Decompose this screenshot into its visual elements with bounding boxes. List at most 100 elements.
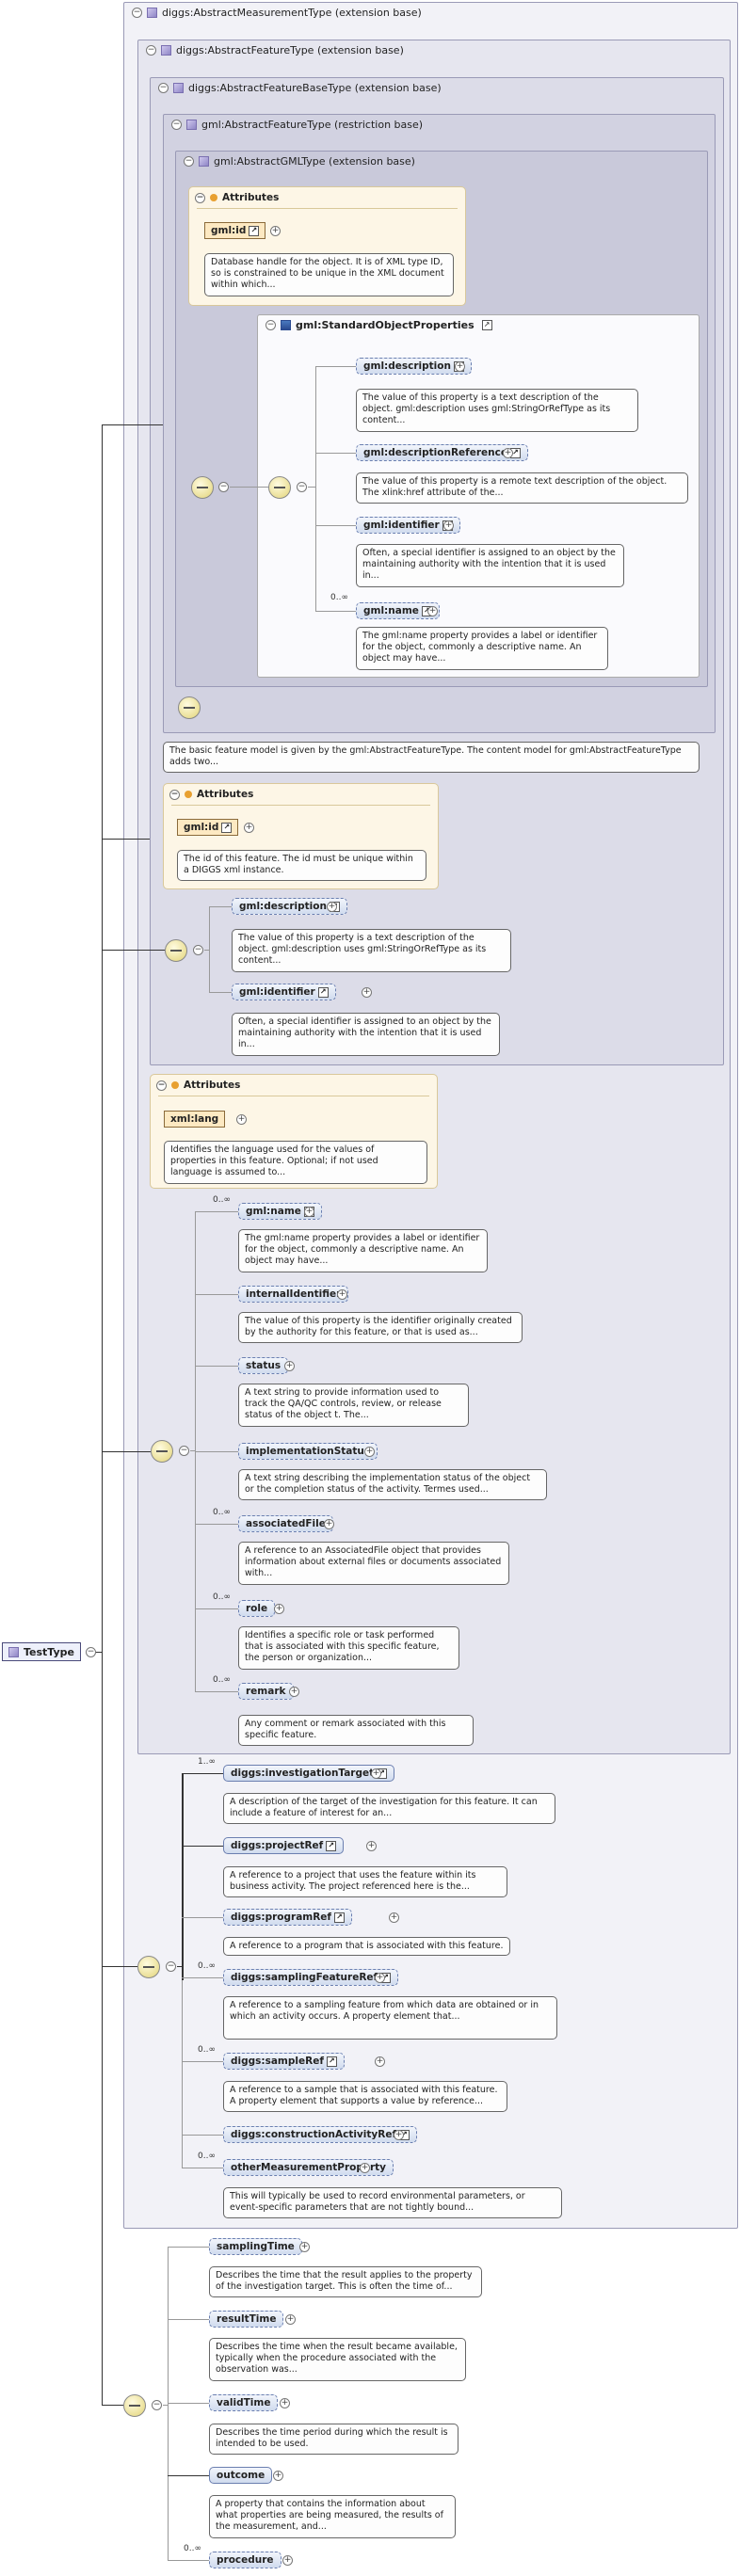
element-sample-ref[interactable]: diggs:sampleRef↗ xyxy=(223,2053,345,2070)
documentation-box: Describes the time that the result appli… xyxy=(209,2266,482,2297)
expand-toggle[interactable]: + xyxy=(304,1207,314,1217)
element-gml-description-reference[interactable]: gml:descriptionReference↗ xyxy=(356,444,528,461)
documentation-box: A reference to a project that uses the f… xyxy=(223,1866,507,1897)
documentation-box: A reference to a sampling feature from w… xyxy=(223,1996,557,2040)
collapse-toggle[interactable]: − xyxy=(158,83,169,93)
element-sampling-feature-ref[interactable]: diggs:samplingFeatureRef↗ xyxy=(223,1969,399,1986)
sequence-compositor-icon[interactable] xyxy=(151,1440,173,1463)
element-role[interactable]: role xyxy=(238,1600,276,1617)
expand-toggle[interactable]: + xyxy=(362,987,372,998)
group-title: diggs:AbstractFeatureBaseType (extension… xyxy=(188,82,442,94)
attribute-icon xyxy=(171,1081,179,1089)
element-remark[interactable]: remark xyxy=(238,1683,294,1700)
attributes-label: Attributes xyxy=(222,192,280,203)
expand-toggle[interactable]: + xyxy=(427,606,438,616)
element-gml-identifier[interactable]: gml:identifier↗ xyxy=(232,984,336,1000)
cardinality-label: 0..∞ xyxy=(198,2045,216,2055)
element-implementation-status[interactable]: implementationStatus xyxy=(238,1443,378,1460)
group-title: diggs:AbstractFeatureType (extension bas… xyxy=(176,44,404,56)
expand-toggle[interactable]: + xyxy=(394,2130,404,2140)
element-status[interactable]: status xyxy=(238,1357,289,1374)
expand-toggle[interactable]: + xyxy=(503,448,513,458)
collapse-toggle[interactable]: − xyxy=(265,320,276,330)
element-internal-identifier[interactable]: internalIdentifier xyxy=(238,1286,349,1303)
collapse-toggle[interactable]: − xyxy=(166,1961,176,1972)
element-project-ref[interactable]: diggs:projectRef↗ xyxy=(223,1837,345,1854)
attribute-group-icon xyxy=(281,320,291,330)
sequence-compositor-icon[interactable] xyxy=(137,1956,160,1978)
collapse-toggle[interactable]: − xyxy=(132,8,142,18)
expand-toggle[interactable]: + xyxy=(455,361,465,372)
root-type-testtype[interactable]: TestType xyxy=(2,1642,82,1661)
element-outcome[interactable]: outcome xyxy=(209,2467,273,2484)
collapse-toggle[interactable]: − xyxy=(86,1647,96,1657)
documentation-box: Identifies a specific role or task perfo… xyxy=(238,1626,459,1670)
collapse-toggle[interactable]: − xyxy=(152,2400,162,2410)
element-sampling-time[interactable]: samplingTime xyxy=(209,2238,302,2255)
documentation-box: A reference to a sample that is associat… xyxy=(223,2081,507,2112)
sequence-compositor-icon[interactable] xyxy=(165,939,187,962)
documentation-box: Describes the time when the result becam… xyxy=(209,2338,466,2381)
element-investigation-target[interactable]: diggs:investigationTarget↗ xyxy=(223,1765,395,1782)
collapse-toggle[interactable]: − xyxy=(179,1446,189,1456)
documentation-box: Identifies the language used for the val… xyxy=(164,1141,427,1184)
link-icon: ↗ xyxy=(221,822,233,833)
documentation-box: A description of the target of the inves… xyxy=(223,1793,555,1824)
cardinality-label: 0..∞ xyxy=(213,1675,231,1685)
collapse-toggle[interactable]: − xyxy=(184,156,194,167)
element-gml-name[interactable]: gml:name↗ xyxy=(356,602,440,619)
expand-toggle[interactable]: + xyxy=(280,2398,290,2408)
sequence-compositor-icon[interactable] xyxy=(178,696,201,719)
collapse-toggle[interactable]: − xyxy=(297,482,307,492)
collapse-toggle[interactable]: − xyxy=(171,120,182,130)
attribute-gml-id[interactable]: gml:id↗ xyxy=(204,222,266,239)
attribute-gml-id[interactable]: gml:id↗ xyxy=(177,819,239,836)
expand-toggle[interactable]: + xyxy=(244,823,254,833)
expand-toggle[interactable]: + xyxy=(360,2163,370,2173)
element-valid-time[interactable]: validTime xyxy=(209,2394,279,2411)
expand-toggle[interactable]: + xyxy=(282,2555,293,2566)
collapse-toggle[interactable]: − xyxy=(156,1080,167,1091)
element-construction-activity-ref[interactable]: diggs:constructionActivityRef↗ xyxy=(223,2126,418,2143)
expand-toggle[interactable]: + xyxy=(236,1114,247,1125)
cardinality-label: 1..∞ xyxy=(198,1757,216,1767)
element-result-time[interactable]: resultTime xyxy=(209,2311,284,2328)
expand-toggle[interactable]: + xyxy=(364,1447,375,1457)
collapse-toggle[interactable]: − xyxy=(218,482,229,492)
expand-toggle[interactable]: + xyxy=(274,1604,284,1614)
complex-type-icon xyxy=(161,45,171,56)
expand-toggle[interactable]: + xyxy=(270,226,281,236)
sequence-compositor-icon[interactable] xyxy=(191,476,214,499)
link-icon: ↗ xyxy=(326,1840,337,1851)
expand-toggle[interactable]: + xyxy=(389,1912,399,1923)
group-title: gml:StandardObjectProperties xyxy=(296,319,475,331)
element-gml-description[interactable]: gml:description↗ xyxy=(232,898,347,915)
expand-toggle[interactable]: + xyxy=(324,1519,334,1529)
collapse-toggle[interactable]: − xyxy=(195,192,205,203)
expand-toggle[interactable]: + xyxy=(371,1768,381,1779)
cardinality-label: 0..∞ xyxy=(213,1195,231,1205)
expand-toggle[interactable]: + xyxy=(443,520,454,531)
expand-toggle[interactable]: + xyxy=(284,1361,295,1371)
expand-toggle[interactable]: + xyxy=(299,2242,310,2252)
documentation-box: A reference to an AssociatedFile object … xyxy=(238,1542,509,1585)
sequence-compositor-icon[interactable] xyxy=(268,476,291,499)
expand-toggle[interactable]: + xyxy=(375,2056,385,2067)
element-associated-file[interactable]: associatedFile xyxy=(238,1515,333,1532)
expand-toggle[interactable]: + xyxy=(337,1289,347,1300)
element-program-ref[interactable]: diggs:programRef↗ xyxy=(223,1909,352,1926)
sequence-compositor-icon[interactable] xyxy=(123,2394,146,2417)
expand-toggle[interactable]: + xyxy=(327,902,337,912)
expand-toggle[interactable]: + xyxy=(366,1841,377,1851)
attribute-xml-lang[interactable]: xml:lang xyxy=(164,1111,226,1128)
element-other-measurement-property[interactable]: otherMeasurementProperty xyxy=(223,2159,394,2176)
expand-toggle[interactable]: + xyxy=(273,2471,283,2481)
expand-toggle[interactable]: + xyxy=(375,1973,385,1983)
collapse-toggle[interactable]: − xyxy=(169,789,180,800)
expand-toggle[interactable]: + xyxy=(289,1687,299,1697)
element-procedure[interactable]: procedure xyxy=(209,2552,282,2568)
collapse-toggle[interactable]: − xyxy=(146,45,156,56)
collapse-toggle[interactable]: − xyxy=(193,945,203,955)
expand-toggle[interactable]: + xyxy=(285,2314,296,2325)
documentation-box: The value of this property is a text des… xyxy=(356,389,638,432)
